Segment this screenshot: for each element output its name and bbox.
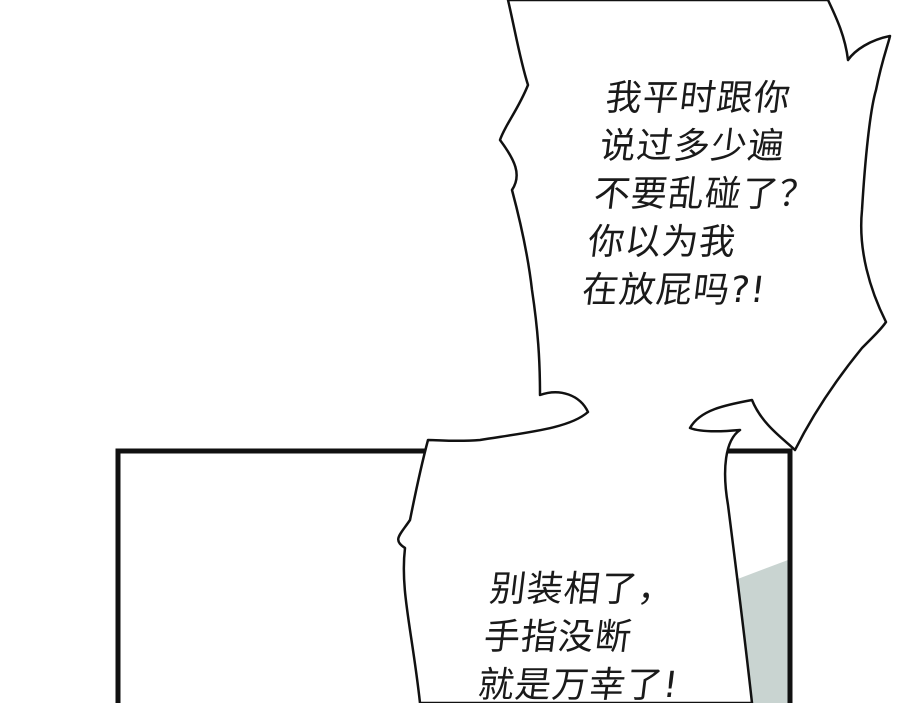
- dialogue-line: 不要乱碰了？: [591, 174, 819, 215]
- dialogue-line: 我平时跟你: [603, 78, 794, 119]
- dialogue-line: 别装相了，: [487, 569, 678, 610]
- dialogue-line: 你以为我: [585, 222, 739, 263]
- dialogue-line: 在放屁吗?!: [579, 270, 769, 311]
- speech-bubble-text-bottom: 别装相了， 手指没断 就是万幸了!: [475, 566, 693, 710]
- dialogue-line: 手指没断: [481, 617, 635, 658]
- panel-frame: [115, 448, 793, 703]
- speech-bubble-text-top: 我平时跟你 说过多少遍 不要乱碰了？ 你以为我 在放屁吗?!: [579, 75, 830, 315]
- speech-bubble-outline: [397, 0, 892, 703]
- dialogue-line: 说过多少遍: [597, 126, 788, 167]
